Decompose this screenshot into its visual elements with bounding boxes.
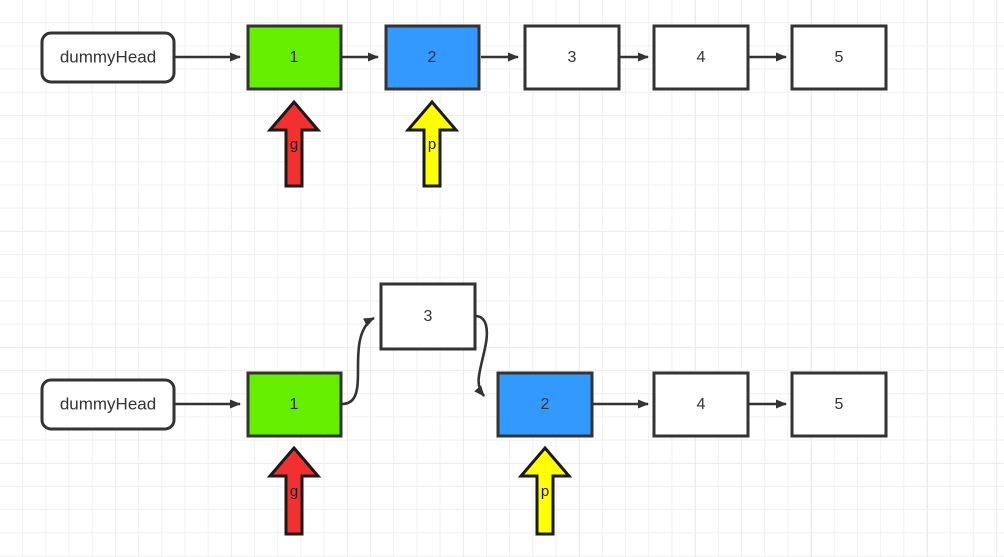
node-bottom-3[interactable]: 3 (379, 282, 477, 351)
node-top-3-rect (523, 24, 621, 91)
edge-bottom-3-to-2-curve (474, 314, 489, 397)
node-bottom-1-label: 1 (290, 396, 299, 413)
node-top-4-label: 4 (697, 49, 706, 66)
pointer-top-g[interactable]: g (266, 99, 322, 188)
node-top-4-rect (652, 24, 750, 91)
node-bottom-dummyhead-rect (40, 378, 176, 431)
node-top-5[interactable]: 5 (790, 24, 888, 91)
node-bottom-3-rect (379, 282, 477, 351)
node-bottom-1[interactable]: 1 (246, 371, 343, 438)
node-bottom-dummyhead-label: dummyHead (60, 394, 156, 413)
pointer-bottom-p-arrow (517, 445, 573, 536)
edge-bottom-1-to-3-curve (341, 316, 375, 406)
node-top-dummyhead[interactable]: dummyHead (40, 31, 176, 84)
node-bottom-dummyhead[interactable]: dummyHead (40, 378, 176, 431)
node-top-5-rect (790, 24, 888, 91)
node-top-1[interactable]: 1 (246, 24, 343, 91)
node-bottom-5-label: 5 (835, 396, 844, 413)
node-top-2-label: 2 (428, 49, 437, 66)
node-top-1-rect (246, 24, 343, 91)
pointer-top-g-arrow (266, 99, 322, 188)
node-bottom-5-rect (790, 371, 888, 438)
node-top-2-rect (384, 24, 481, 91)
node-bottom-1-rect (246, 371, 343, 438)
node-bottom-3-label: 3 (424, 308, 433, 325)
node-top-2[interactable]: 2 (384, 24, 481, 91)
pointer-bottom-g-arrow (266, 445, 322, 536)
node-top-dummyhead-rect (40, 31, 176, 84)
node-bottom-2[interactable]: 2 (496, 371, 594, 438)
node-bottom-4-label: 4 (697, 396, 706, 413)
pointer-top-p-label: p (428, 136, 436, 153)
node-top-1-label: 1 (290, 49, 299, 66)
node-bottom-4[interactable]: 4 (652, 371, 750, 438)
node-top-3[interactable]: 3 (523, 24, 621, 91)
node-bottom-4-rect (652, 371, 750, 438)
pointer-bottom-g-label: g (290, 483, 298, 500)
node-bottom-2-label: 2 (541, 396, 550, 413)
pointer-top-p[interactable]: p (404, 99, 460, 188)
node-top-4[interactable]: 4 (652, 24, 750, 91)
node-top-3-label: 3 (568, 49, 577, 66)
pointer-bottom-g[interactable]: g (266, 445, 322, 536)
pointer-top-g-label: g (290, 136, 298, 153)
pointer-bottom-p-label: p (541, 483, 549, 500)
node-bottom-2-rect (496, 371, 594, 438)
node-top-5-label: 5 (835, 49, 844, 66)
node-top-dummyhead-label: dummyHead (60, 47, 156, 66)
pointer-bottom-p[interactable]: p (517, 445, 573, 536)
node-bottom-5[interactable]: 5 (790, 371, 888, 438)
pointer-top-p-arrow (404, 99, 460, 188)
